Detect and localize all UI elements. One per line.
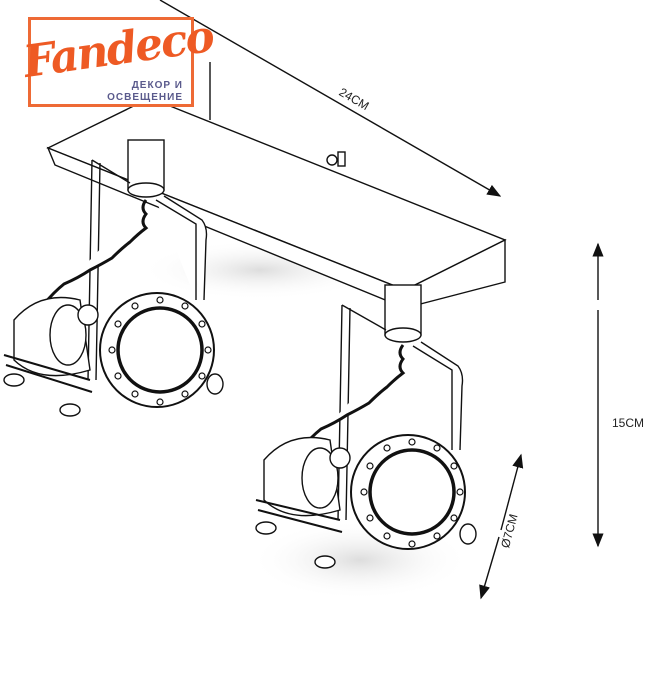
length-dimension-line xyxy=(159,0,502,197)
logo-wordmark: Fandeco xyxy=(20,11,216,88)
tagline-line-1: ДЕКОР И xyxy=(131,80,183,91)
diameter-dimension-line xyxy=(500,453,524,531)
tagline-line-2: ОСВЕЩЕНИЕ xyxy=(107,92,183,103)
spotlight-1 xyxy=(3,139,224,417)
brand-logo: Fandeco ДЕКОР И ОСВЕЩЕНИЕ xyxy=(20,11,216,107)
height-label: 15CM xyxy=(612,416,645,430)
spotlight-2 xyxy=(255,284,477,569)
logo-tagline: ДЕКОР И ОСВЕЩЕНИЕ xyxy=(107,80,183,104)
